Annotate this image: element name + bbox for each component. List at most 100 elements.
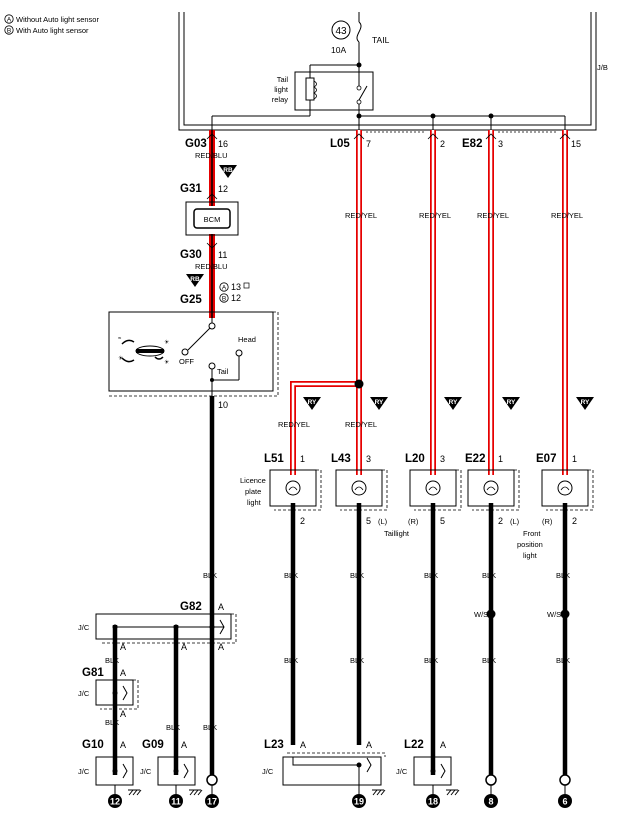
svg-text:1: 1 [498, 454, 503, 464]
l23-junction: L23 A A J/C [262, 739, 386, 790]
svg-text:BLK: BLK [105, 656, 119, 665]
rb-badge-1: RB [219, 165, 237, 178]
lighting-switch: ≈ ☀ ☀ ☀ OFF Head Tail 10 [108, 311, 279, 410]
conn-e82: E82 [462, 138, 482, 150]
svg-text:5: 5 [366, 516, 371, 526]
legend-b-mark: B [7, 28, 11, 35]
conn-g82: G82 [180, 601, 202, 613]
conn-e07: E07 [536, 453, 556, 465]
svg-text:RED/YEL: RED/YEL [551, 211, 583, 220]
svg-text:BLK: BLK [166, 723, 180, 732]
g81-junction: G81 A J/C A [78, 667, 139, 719]
red-wires [209, 130, 568, 475]
svg-text:RY: RY [507, 399, 516, 406]
relay-label-2: light [274, 85, 289, 94]
svg-text:BLK: BLK [556, 656, 570, 665]
ground-11: 11 [171, 797, 181, 807]
pin-e82-15: 15 [571, 139, 581, 149]
relay-label-1: Tail [277, 75, 289, 84]
svg-text:2: 2 [572, 516, 577, 526]
svg-text:BLK: BLK [105, 718, 119, 727]
svg-text:J/C: J/C [78, 623, 90, 632]
conn-l23: L23 [264, 739, 284, 751]
svg-text:RY: RY [449, 399, 458, 406]
svg-text:≈: ≈ [118, 336, 122, 342]
svg-text:RED/YEL: RED/YEL [345, 211, 377, 220]
svg-text:A: A [181, 642, 187, 652]
conn-l22: L22 [404, 739, 424, 751]
svg-text:RB: RB [223, 167, 233, 174]
svg-text:(L): (L) [510, 517, 520, 526]
l22-junction: L22 A J/C [396, 739, 452, 786]
svg-text:J/C: J/C [396, 767, 408, 776]
svg-text:5: 5 [440, 516, 445, 526]
svg-text:(R): (R) [408, 517, 419, 526]
svg-text:A: A [300, 740, 306, 750]
ground-17: 17 [207, 797, 217, 807]
svg-text:BLK: BLK [350, 656, 364, 665]
conn-g31: G31 [180, 183, 202, 195]
conn-e22: E22 [465, 453, 485, 465]
svg-text:☀: ☀ [118, 355, 123, 362]
bcm-module: G31 12 BCM G30 11 RED/BLU [180, 183, 239, 271]
svg-text:position: position [517, 540, 543, 549]
svg-text:BLK: BLK [482, 571, 496, 580]
svg-text:plate: plate [245, 487, 261, 496]
pin-g25-10: 10 [218, 400, 228, 410]
svg-text:Licence: Licence [240, 476, 266, 485]
svg-text:3: 3 [366, 454, 371, 464]
conn-g10: G10 [82, 739, 104, 751]
legend-b-text: With Auto light sensor [16, 26, 89, 35]
pin-l05-7: 7 [366, 139, 371, 149]
connector-marks [206, 131, 571, 249]
pin-l05-2: 2 [440, 139, 445, 149]
svg-text:RY: RY [581, 399, 590, 406]
junction-block: J/B [178, 12, 608, 131]
bcm-label: BCM [204, 215, 221, 224]
black-wires [112, 396, 568, 775]
g25-connector: A 13 B 12 G25 [180, 282, 250, 306]
svg-text:RY: RY [375, 399, 384, 406]
legend-a-text: Without Auto light sensor [16, 15, 99, 24]
ground-6: 6 [562, 797, 567, 807]
svg-text:A: A [440, 740, 446, 750]
conn-g03: G03 [185, 138, 207, 150]
svg-text:A: A [366, 740, 372, 750]
svg-text:J/C: J/C [262, 767, 274, 776]
svg-text:BLK: BLK [203, 571, 217, 580]
conn-l43: L43 [331, 453, 351, 465]
g82-junction: G82 A J/C A A A [78, 601, 237, 652]
svg-text:B: B [222, 296, 226, 303]
fuse-number: 43 [335, 26, 347, 37]
pin-g03: 16 [218, 139, 228, 149]
pin-g30: 11 [218, 250, 227, 260]
svg-text:BLK: BLK [424, 656, 438, 665]
svg-text:J/C: J/C [78, 767, 90, 776]
grounds: 12 11 17 19 18 8 6 [108, 774, 572, 808]
ground-19: 19 [354, 797, 364, 807]
svg-text:A: A [222, 285, 227, 292]
svg-text:light: light [523, 551, 538, 560]
svg-text:J/C: J/C [78, 689, 90, 698]
fuse-name: TAIL [372, 35, 390, 45]
svg-text:(L): (L) [378, 517, 388, 526]
svg-text:RED/YEL: RED/YEL [345, 420, 377, 429]
tail-fuse: 43 TAIL 10A [331, 12, 390, 68]
switch-head-label: Head [238, 335, 256, 344]
svg-text:J/C: J/C [140, 767, 152, 776]
svg-text:A: A [181, 740, 187, 750]
svg-text:BLK: BLK [284, 656, 298, 665]
svg-text:W/S: W/S [547, 610, 561, 619]
conn-g25: G25 [180, 294, 202, 306]
switch-off-label: OFF [179, 357, 194, 366]
wire-labels-black: BLK BLK BLK BLK BLK BLK W/S W/S BLK BLK … [105, 571, 570, 732]
svg-text:A: A [120, 642, 126, 652]
svg-text:1: 1 [300, 454, 305, 464]
jb-label: J/B [597, 63, 608, 72]
svg-text:W/S: W/S [474, 610, 488, 619]
svg-text:A: A [218, 642, 224, 652]
legend-a-mark: A [7, 17, 12, 24]
svg-text:BLK: BLK [350, 571, 364, 580]
svg-text:☀: ☀ [164, 339, 169, 346]
